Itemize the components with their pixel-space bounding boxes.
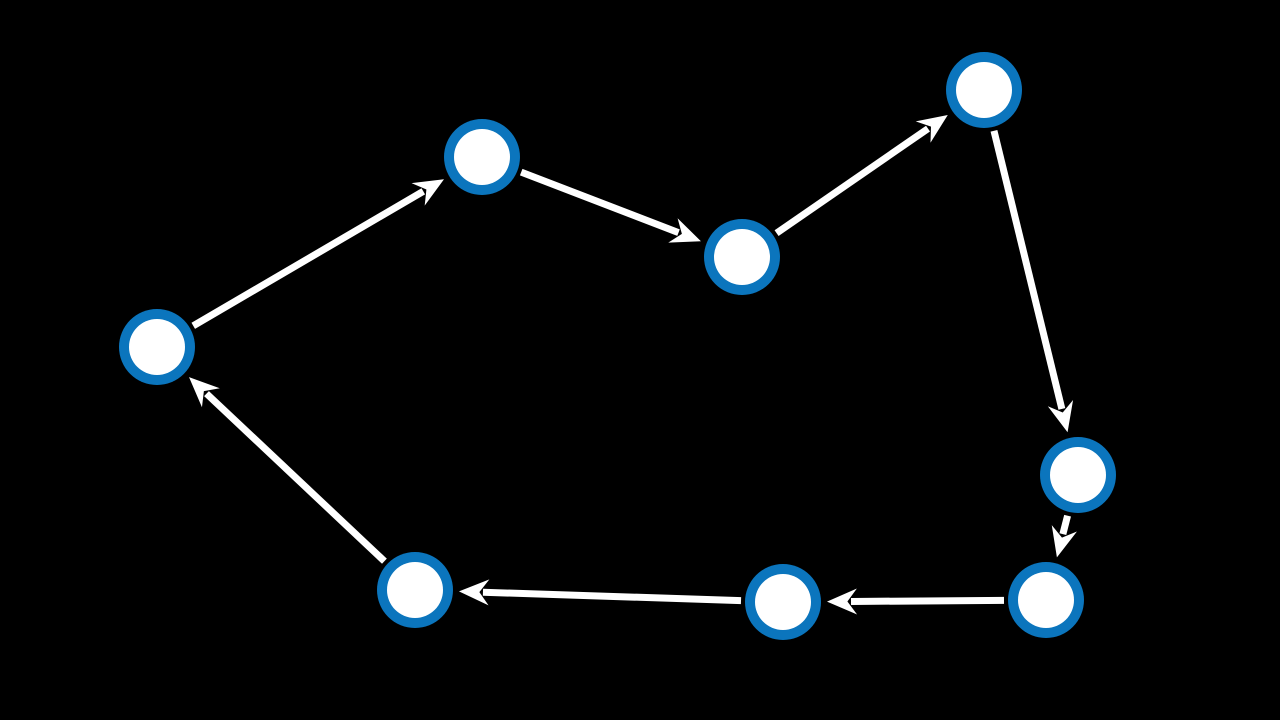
edge-arrowhead-icon [458, 579, 490, 606]
graph-node[interactable] [946, 52, 1022, 128]
edge-shaft [204, 391, 387, 564]
edge-arrowhead-icon [915, 114, 948, 143]
edge-shaft [519, 168, 680, 236]
edge-shaft [1059, 514, 1071, 535]
edge-arrowhead-icon [827, 588, 858, 615]
node-core [387, 562, 443, 618]
edge-arrowhead-icon [668, 218, 701, 243]
node-core [454, 129, 510, 185]
graph-node[interactable] [119, 309, 195, 385]
graph-node[interactable] [745, 564, 821, 640]
node-core [129, 319, 185, 375]
edge-arrowhead-icon [189, 377, 220, 408]
graph-node[interactable] [1040, 437, 1116, 513]
graph-edge [458, 579, 742, 606]
node-core [1018, 572, 1074, 628]
nodes-layer [119, 52, 1116, 640]
edge-arrowhead-icon [411, 179, 445, 206]
edge-shaft [990, 129, 1066, 410]
edge-shaft [850, 596, 1005, 605]
graph-node[interactable] [444, 119, 520, 195]
edge-arrowhead-icon [1051, 525, 1077, 558]
graph-edge [990, 129, 1074, 433]
node-core [755, 574, 811, 630]
edge-shaft [191, 188, 426, 329]
edge-arrowhead-icon [1047, 400, 1074, 433]
graph-edge [519, 168, 701, 243]
graph-edge [191, 179, 445, 329]
edge-shaft [482, 588, 742, 605]
graph-edge [774, 114, 948, 237]
edges-layer [189, 114, 1077, 615]
graph-node[interactable] [377, 552, 453, 628]
node-core [714, 229, 770, 285]
node-core [1050, 447, 1106, 503]
node-core [956, 62, 1012, 118]
graph-edge [827, 588, 1005, 615]
graph-edge [189, 377, 387, 564]
graph-node[interactable] [1008, 562, 1084, 638]
edge-shaft [774, 125, 931, 237]
graph-node[interactable] [704, 219, 780, 295]
graph-edge [1051, 514, 1077, 558]
